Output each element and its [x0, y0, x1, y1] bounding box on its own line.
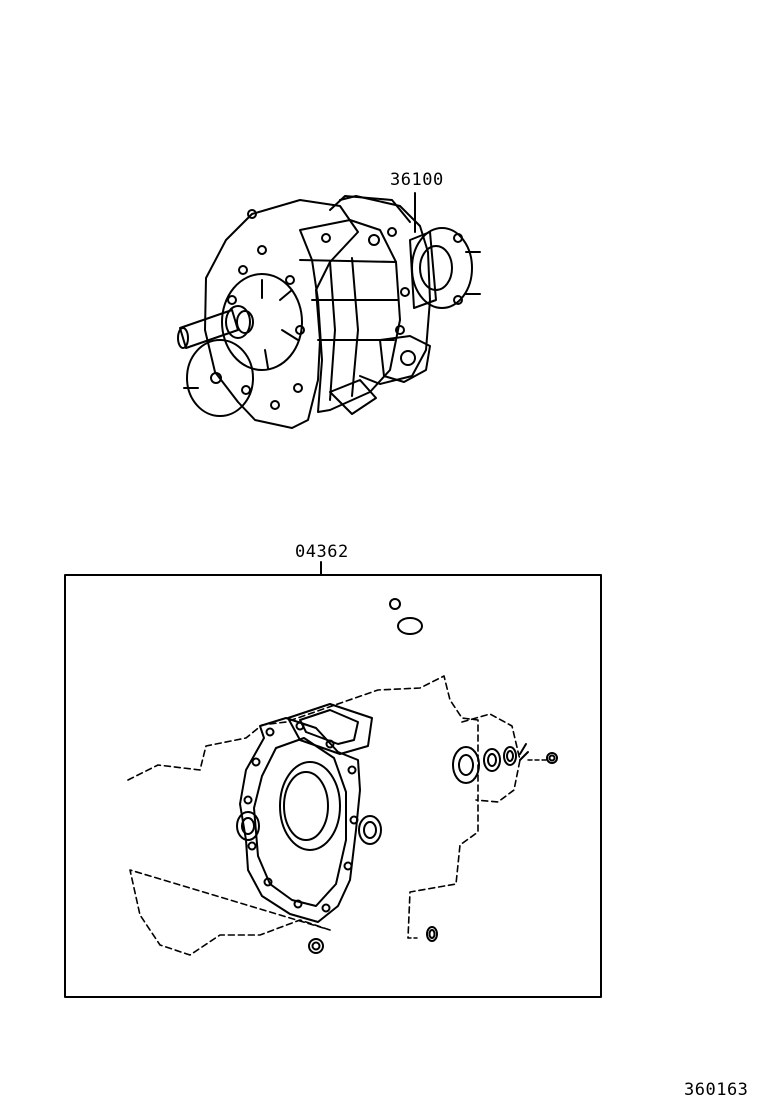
- o-ring-front: [546, 752, 558, 764]
- o-ring-top: [397, 617, 423, 635]
- output-shaft: [179, 309, 239, 349]
- oil-seal-left: [236, 811, 260, 841]
- rear-flange: [186, 339, 254, 417]
- illustration-number: 360163: [684, 1080, 749, 1100]
- drain-plug-gasket: [389, 598, 401, 610]
- cover-gasket: [287, 703, 373, 755]
- part-number-04362[interactable]: 04362: [295, 542, 349, 562]
- gasket-kit-drawing: [64, 561, 602, 998]
- phantom-case-outline: [127, 675, 479, 956]
- seal-ring-1: [483, 748, 501, 772]
- case-gasket: [239, 717, 361, 923]
- o-ring-bottom: [426, 926, 438, 942]
- gasket-kit-frame: [64, 574, 602, 998]
- seal-ring-2: [503, 746, 517, 766]
- oil-seal-front: [452, 746, 480, 784]
- part-number-36100[interactable]: 36100: [390, 170, 444, 190]
- transfer-assembly-drawing: [177, 192, 481, 429]
- oil-seal-center: [358, 815, 382, 845]
- plug-gasket-bottom: [308, 938, 324, 954]
